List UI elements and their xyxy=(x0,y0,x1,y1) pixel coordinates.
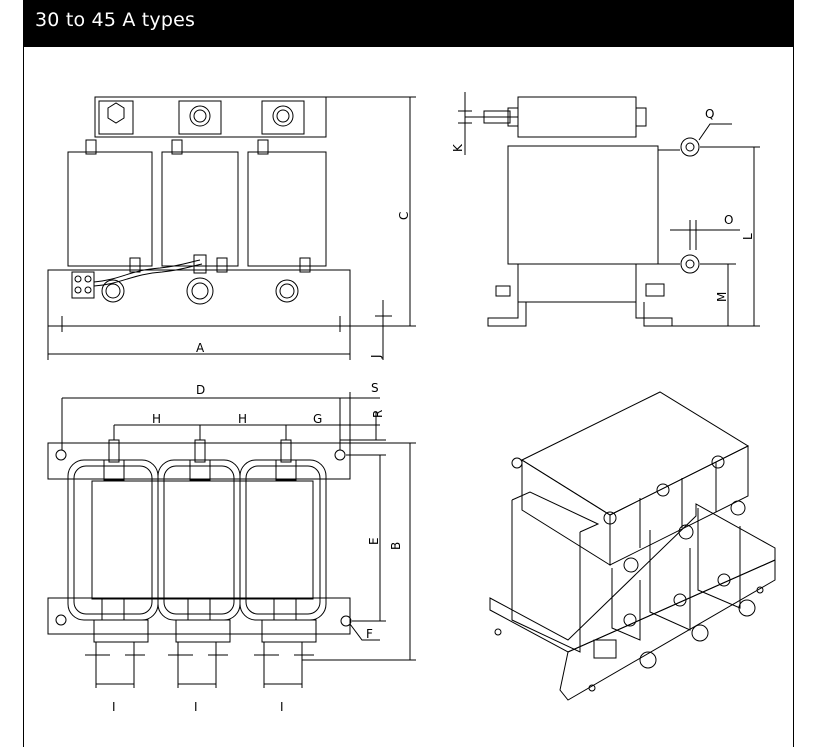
dim-label-I-3: I xyxy=(280,700,284,714)
dim-label-J: J xyxy=(369,354,383,359)
dim-label-I-2: I xyxy=(194,700,198,714)
front-view xyxy=(47,96,416,360)
dim-label-G: G xyxy=(313,412,322,426)
dim-label-H-1: H xyxy=(152,412,161,426)
top-view xyxy=(47,392,416,688)
dim-label-C: C xyxy=(397,212,411,220)
dim-label-H-2: H xyxy=(238,412,247,426)
dim-label-M: M xyxy=(715,292,729,302)
dim-label-D: D xyxy=(196,383,205,397)
side-view xyxy=(458,92,760,327)
dim-label-I-1: I xyxy=(112,700,116,714)
dim-label-Q: Q xyxy=(705,107,714,121)
section-header: 30 to 45 A types xyxy=(23,0,794,47)
dim-label-R: R xyxy=(371,410,385,418)
isometric-view xyxy=(489,391,776,701)
dim-label-B: B xyxy=(389,542,403,550)
page-frame xyxy=(23,1,794,747)
dim-label-A: A xyxy=(196,341,205,355)
section-title: 30 to 45 A types xyxy=(35,9,196,31)
dim-label-E: E xyxy=(367,537,381,545)
dim-label-K: K xyxy=(451,143,465,152)
dim-label-F: F xyxy=(366,627,373,641)
dim-label-S: S xyxy=(371,381,379,395)
dim-label-O: O xyxy=(724,213,733,227)
dimension-label-group: A B C D E F G H H I I I J K L M O Q R S xyxy=(112,107,755,714)
dim-label-L: L xyxy=(741,233,755,240)
